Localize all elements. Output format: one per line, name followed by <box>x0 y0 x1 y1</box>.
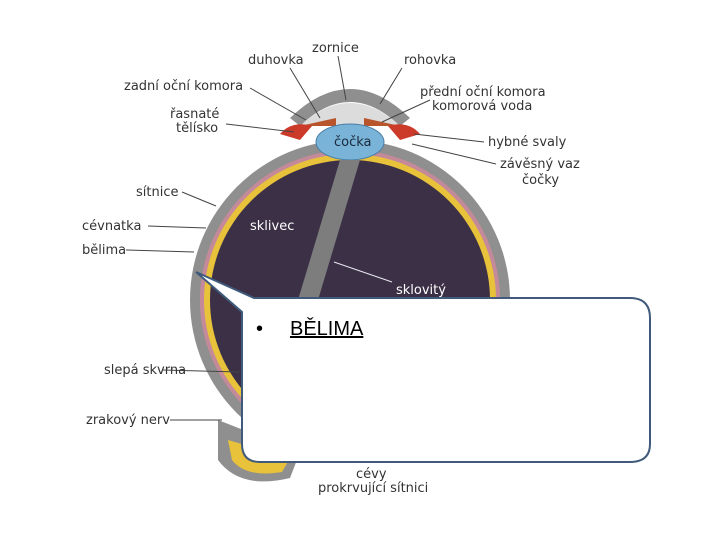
anterior-chamber <box>300 103 400 126</box>
label-rohovka: rohovka <box>404 53 456 68</box>
label-sitnice: sítnice <box>136 185 178 200</box>
label-cocka: čočka <box>334 135 372 150</box>
label-slepa-skvrna: slepá skvrna <box>104 363 186 378</box>
label-zrakovy-nerv: zrakový nerv <box>86 413 170 428</box>
label-predni-ocni-komora: přední oční komora <box>420 85 546 100</box>
label-hybne-svaly: hybné svaly <box>488 135 567 150</box>
label-cevy: cévy <box>356 467 387 482</box>
callout-content: • BĚLIMA <box>256 318 363 341</box>
label-cocky: čočky <box>522 173 559 188</box>
label-prokrvujici-sitnici: prokrvující sítnici <box>318 481 428 496</box>
callout-bullet: • <box>256 318 264 340</box>
label-sklivec: sklivec <box>250 219 294 234</box>
ciliary-body-left <box>280 124 312 140</box>
callout-box <box>195 271 651 463</box>
label-zornice: zornice <box>312 41 359 56</box>
label-sklovity: sklovitý <box>396 283 446 298</box>
label-cevnatka: cévnatka <box>82 219 141 234</box>
ciliary-body-right <box>388 124 420 140</box>
label-belima: bělima <box>82 243 126 258</box>
cornea <box>290 89 410 126</box>
label-zadni-ocni-komora: zadní oční komora <box>124 79 243 94</box>
label-duhovka: duhovka <box>248 53 304 68</box>
iris <box>300 118 400 126</box>
label-komorova-voda: komorová voda <box>432 99 532 114</box>
label-telisko: tělísko <box>176 121 218 136</box>
hyaloid-canal <box>298 160 360 300</box>
callout-title: BĚLIMA <box>290 318 364 340</box>
leader-lines <box>125 55 497 421</box>
label-rasnate: řasnaté <box>170 107 219 122</box>
label-zavesny-vaz: závěsný vaz <box>500 157 580 172</box>
